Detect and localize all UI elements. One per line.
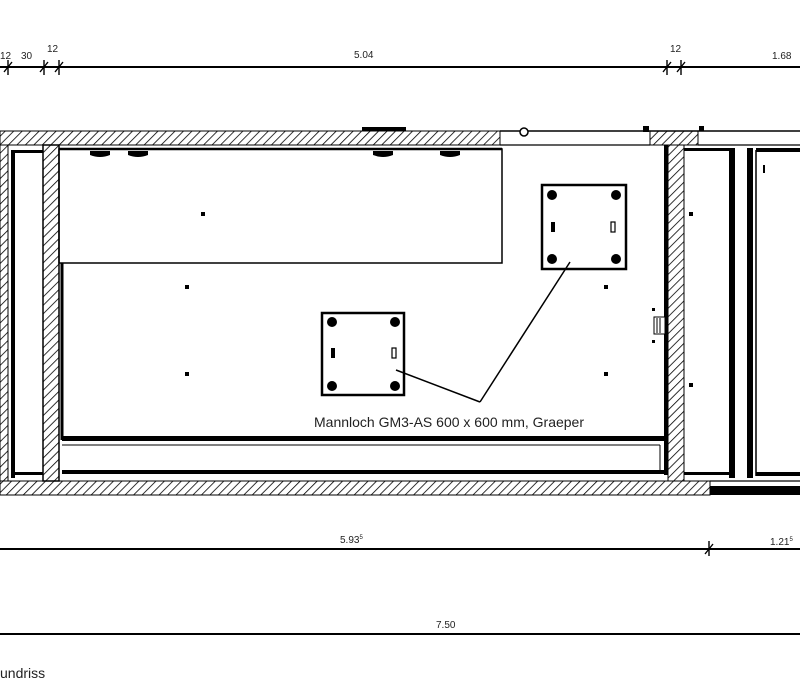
dim-5-04: 5.04: [354, 50, 374, 61]
dim-12-a: 12: [0, 51, 12, 62]
dim-7-50: 7.50: [436, 620, 456, 631]
dim-30: 30: [21, 51, 33, 62]
left-walls: [0, 144, 60, 482]
right-rooms: [684, 148, 800, 478]
dim-12-c: 12: [670, 44, 682, 55]
dim-1-68: 1.68: [772, 51, 792, 62]
manhole-annotation: Mannloch GM3-AS 600 x 600 mm, Graeper: [314, 414, 584, 430]
dim-1-21: 1.215: [770, 537, 793, 548]
top-dimension-labels: 12 30 12 5.04 12 1.68: [0, 44, 792, 62]
manhole-left: [320, 311, 406, 397]
dim-12-b: 12: [47, 44, 59, 55]
outer-wall-bottom: [0, 480, 800, 496]
manhole-right: [540, 183, 628, 271]
middle-wall: [652, 144, 685, 482]
outer-wall-top: [0, 126, 800, 146]
annotation-leader-lines: [395, 261, 571, 403]
main-room: [58, 147, 666, 474]
drawing-caption: undriss: [0, 665, 45, 681]
dim-5-93: 5.935: [340, 535, 363, 546]
top-dimension-line: [0, 60, 800, 75]
bottom-dimension-line: [0, 541, 800, 556]
